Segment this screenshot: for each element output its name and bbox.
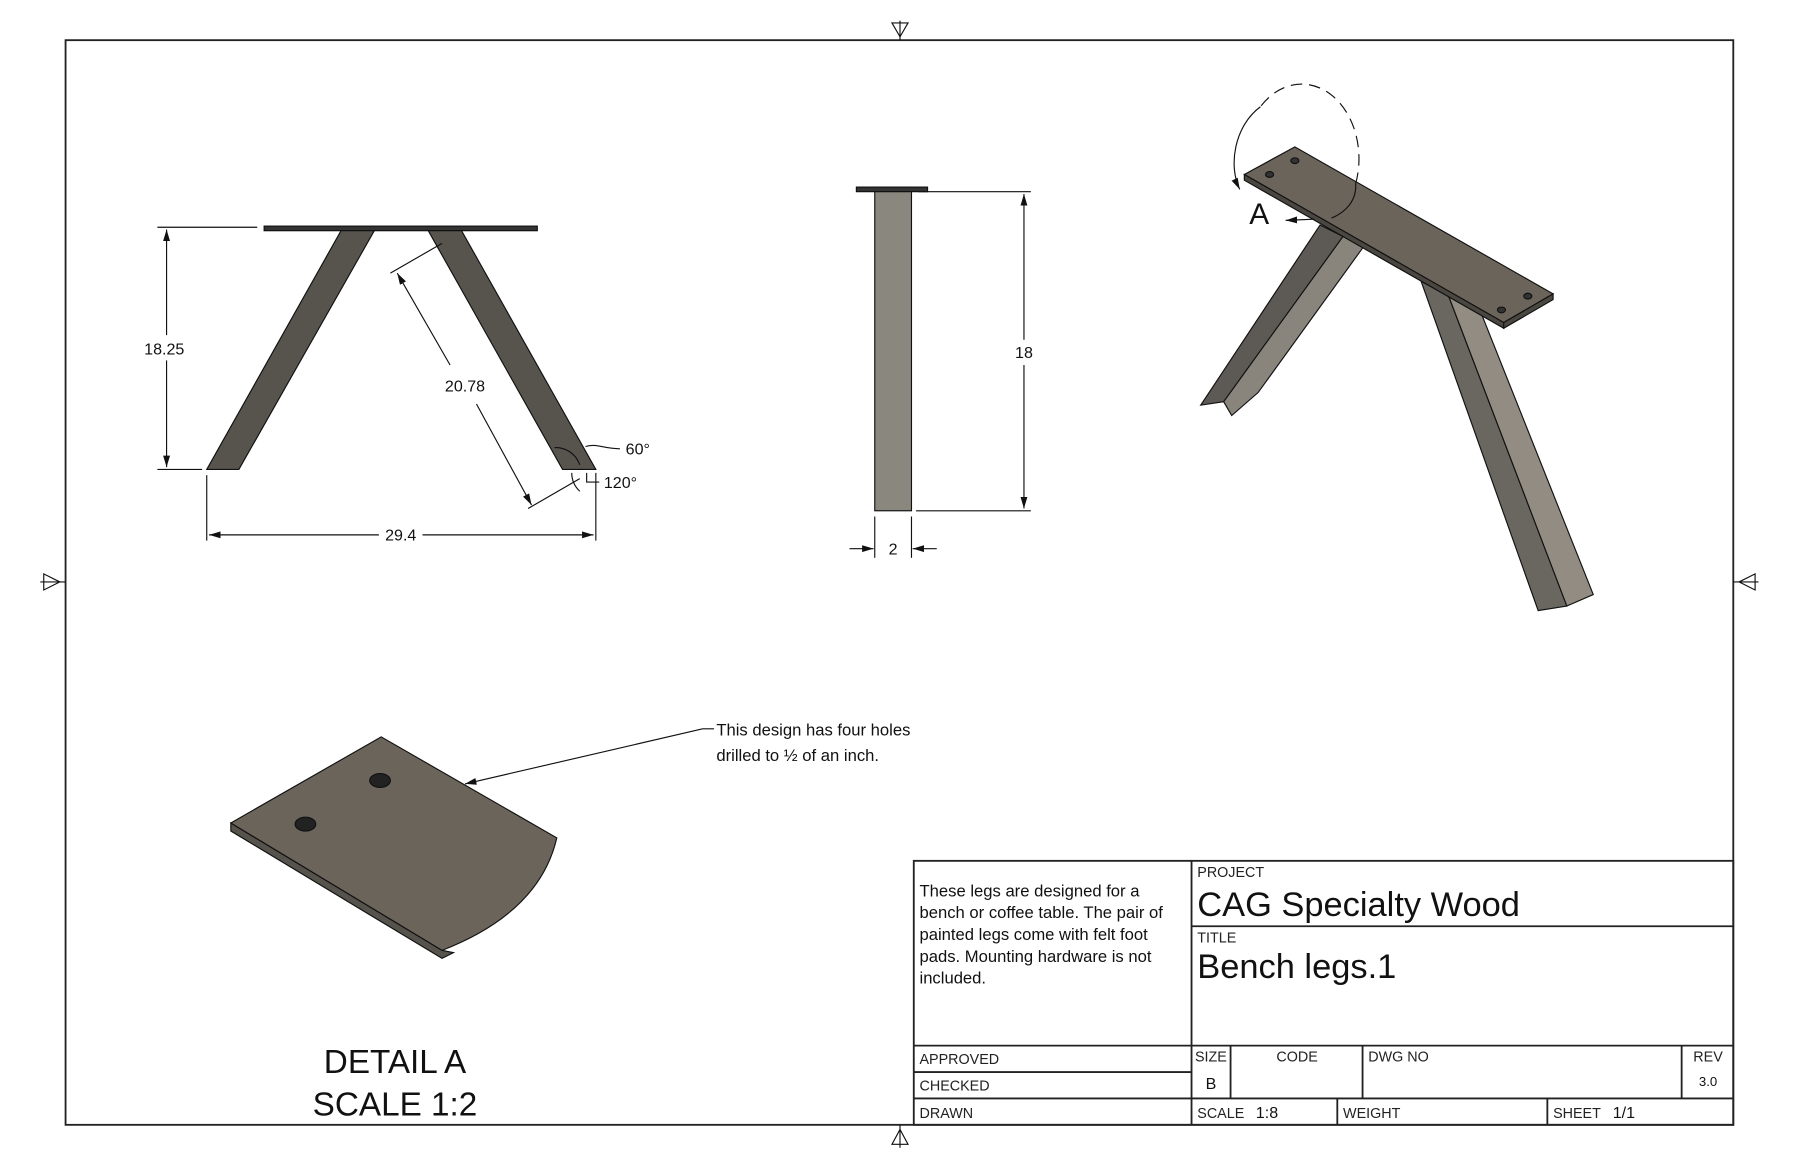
dim-height-label: 18.25 [144, 341, 184, 359]
hole-icon [1264, 171, 1275, 178]
rev-label: REV [1693, 1050, 1723, 1066]
hole-icon [1523, 292, 1533, 300]
drawn-label: DRAWN [920, 1106, 974, 1122]
dim-height: 18.25 [144, 226, 258, 471]
project-name: CAG Specialty Wood [1197, 886, 1520, 924]
side-dim-height-label: 18 [1015, 344, 1033, 362]
dim-width: 29.4 [206, 472, 597, 545]
size-value: B [1206, 1075, 1217, 1093]
right-leg [427, 230, 597, 471]
size-label: SIZE [1195, 1050, 1227, 1066]
hole-icon [369, 773, 391, 788]
dwg-no-label: DWG NO [1368, 1050, 1429, 1066]
center-mark-right [1733, 572, 1759, 591]
detail-note-line2: drilled to ½ of an inch. [716, 746, 879, 765]
dim-width-label: 29.4 [385, 527, 416, 545]
angle-120-label: 120° [604, 474, 637, 492]
dim-leg-length-label: 20.78 [445, 377, 485, 395]
weight-label: WEIGHT [1343, 1106, 1401, 1122]
top-plate [263, 225, 538, 232]
side-top-plate [855, 186, 929, 193]
side-view: 18 2 [849, 186, 1033, 558]
drawing-title: Bench legs.1 [1197, 948, 1396, 986]
detail-scale: SCALE 1:2 [313, 1087, 478, 1124]
description-line: bench or coffee table. The pair of [920, 903, 1164, 922]
iso-view: A [1199, 83, 1595, 612]
detail-arrow [1285, 216, 1315, 224]
hole-icon [294, 816, 317, 832]
left-leg [205, 230, 376, 471]
hole-icon [1290, 157, 1300, 165]
approved-label: APPROVED [920, 1052, 1000, 1068]
description-line: These legs are designed for a [920, 881, 1141, 900]
side-dim-width-label: 2 [889, 540, 898, 558]
description-line: pads. Mounting hardware is not [920, 947, 1152, 966]
detail-plate [229, 736, 558, 952]
iso-right-leg [1420, 279, 1595, 612]
detail-note-line1: This design has four holes [716, 721, 910, 740]
dim-leg-length: 20.78 [390, 242, 581, 509]
sheet-label: SHEET [1553, 1106, 1601, 1122]
detail-title: DETAIL A [324, 1044, 467, 1081]
center-mark-bottom [891, 1124, 909, 1148]
description-line: included. [920, 969, 987, 988]
project-label: PROJECT [1197, 865, 1264, 881]
hole-icon [1496, 306, 1507, 314]
rev-value: 3.0 [1699, 1074, 1717, 1089]
scale-value: 1:8 [1256, 1104, 1278, 1122]
title-block: These legs are designed for a bench or c… [912, 859, 1735, 1126]
side-dim-height: 18 [916, 191, 1033, 512]
title-label: TITLE [1197, 930, 1236, 946]
description-line: painted legs come with felt foot [920, 925, 1149, 944]
sheet-value: 1/1 [1613, 1104, 1635, 1122]
note-leader [464, 728, 715, 785]
detail-callout-label: A [1249, 198, 1269, 231]
angle-60-label: 60° [626, 441, 650, 459]
code-label: CODE [1276, 1050, 1317, 1066]
side-dim-width: 2 [849, 516, 937, 558]
scale-label: SCALE [1197, 1106, 1244, 1122]
detail-circle [1259, 83, 1360, 184]
checked-label: CHECKED [920, 1078, 990, 1094]
iso-left-leg [1199, 224, 1367, 417]
side-leg [874, 191, 913, 512]
angle-dims: 60° 120° [554, 441, 650, 492]
center-mark-left [40, 572, 66, 591]
center-mark-top [890, 20, 910, 41]
front-view: 18.25 20.78 29.4 60° 120° [144, 225, 650, 545]
detail-a-view: This design has four holes drilled to ½ … [229, 721, 910, 1124]
